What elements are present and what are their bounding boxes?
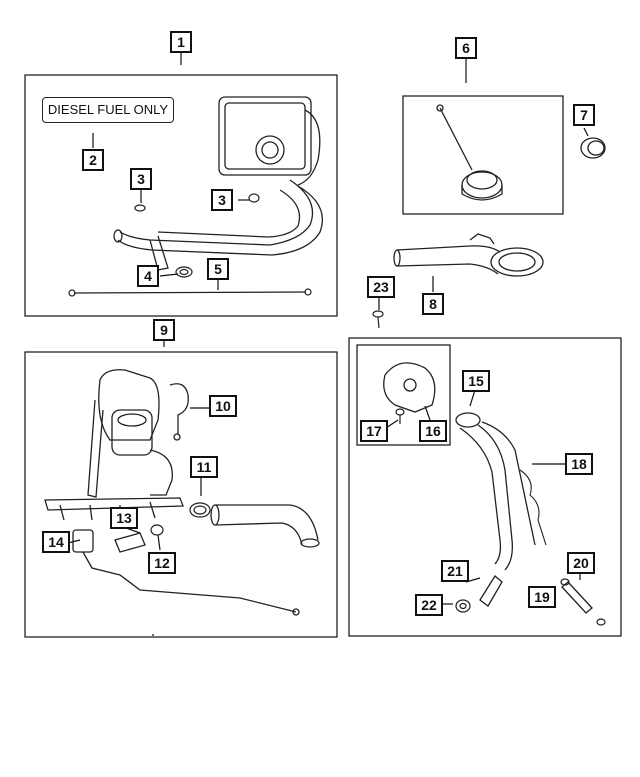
filler-neck-8 xyxy=(393,233,544,277)
callout-14: 14 xyxy=(42,531,70,553)
clamp-11 xyxy=(189,502,211,518)
clamp-19 xyxy=(596,618,606,626)
clamp-12 xyxy=(150,524,164,536)
diesel-fuel-only-label: DIESEL FUEL ONLY xyxy=(42,97,174,123)
callout-11: 11 xyxy=(190,456,218,478)
hose-20 xyxy=(560,578,593,614)
callout-4: 4 xyxy=(137,265,159,287)
vent-line-18 xyxy=(519,469,547,546)
group-frame-9 xyxy=(24,351,338,638)
callout-13: 13 xyxy=(110,507,138,529)
callout-21: 21 xyxy=(441,560,469,582)
filler-tube-15 xyxy=(455,412,536,571)
clamp-4 xyxy=(175,266,193,278)
screw-17 xyxy=(395,408,405,424)
callout-22: 22 xyxy=(415,594,443,616)
callout-6: 6 xyxy=(455,37,477,59)
callout-3b: 3 xyxy=(211,189,233,211)
screw-23 xyxy=(372,310,384,329)
group-frame-16-17 xyxy=(356,344,451,446)
callout-9: 9 xyxy=(153,319,175,341)
ground-strap-5 xyxy=(68,288,312,297)
hose-11 xyxy=(210,504,320,548)
fuel-filler-housing xyxy=(113,96,324,271)
hose-13 xyxy=(114,532,146,553)
hose-clamp-3b xyxy=(248,193,260,203)
clamp-22 xyxy=(455,599,471,613)
ring-7 xyxy=(580,137,606,159)
fuel-cap-6 xyxy=(436,104,503,201)
callout-10: 10 xyxy=(209,395,237,417)
callout-1: 1 xyxy=(170,31,192,53)
group-frame-1 xyxy=(24,74,338,317)
sensor-14 xyxy=(72,529,300,616)
bracket-16 xyxy=(383,362,436,413)
callout-12: 12 xyxy=(148,552,176,574)
callout-23: 23 xyxy=(367,276,395,298)
callout-20: 20 xyxy=(567,552,595,574)
callout-15: 15 xyxy=(462,370,490,392)
callout-3a: 3 xyxy=(130,168,152,190)
callout-16: 16 xyxy=(419,420,447,442)
callout-17: 17 xyxy=(360,420,388,442)
hose-clamp-3a xyxy=(134,204,146,212)
hose-21 xyxy=(479,575,503,607)
group-frame-right xyxy=(348,337,622,637)
callout-8: 8 xyxy=(422,293,444,315)
fuel-pump-module-9 xyxy=(44,369,189,521)
callout-19: 19 xyxy=(528,586,556,608)
callout-5: 5 xyxy=(207,258,229,280)
group-frame-6 xyxy=(402,95,564,215)
callout-7: 7 xyxy=(573,104,595,126)
callout-18: 18 xyxy=(565,453,593,475)
callout-2: 2 xyxy=(82,149,104,171)
